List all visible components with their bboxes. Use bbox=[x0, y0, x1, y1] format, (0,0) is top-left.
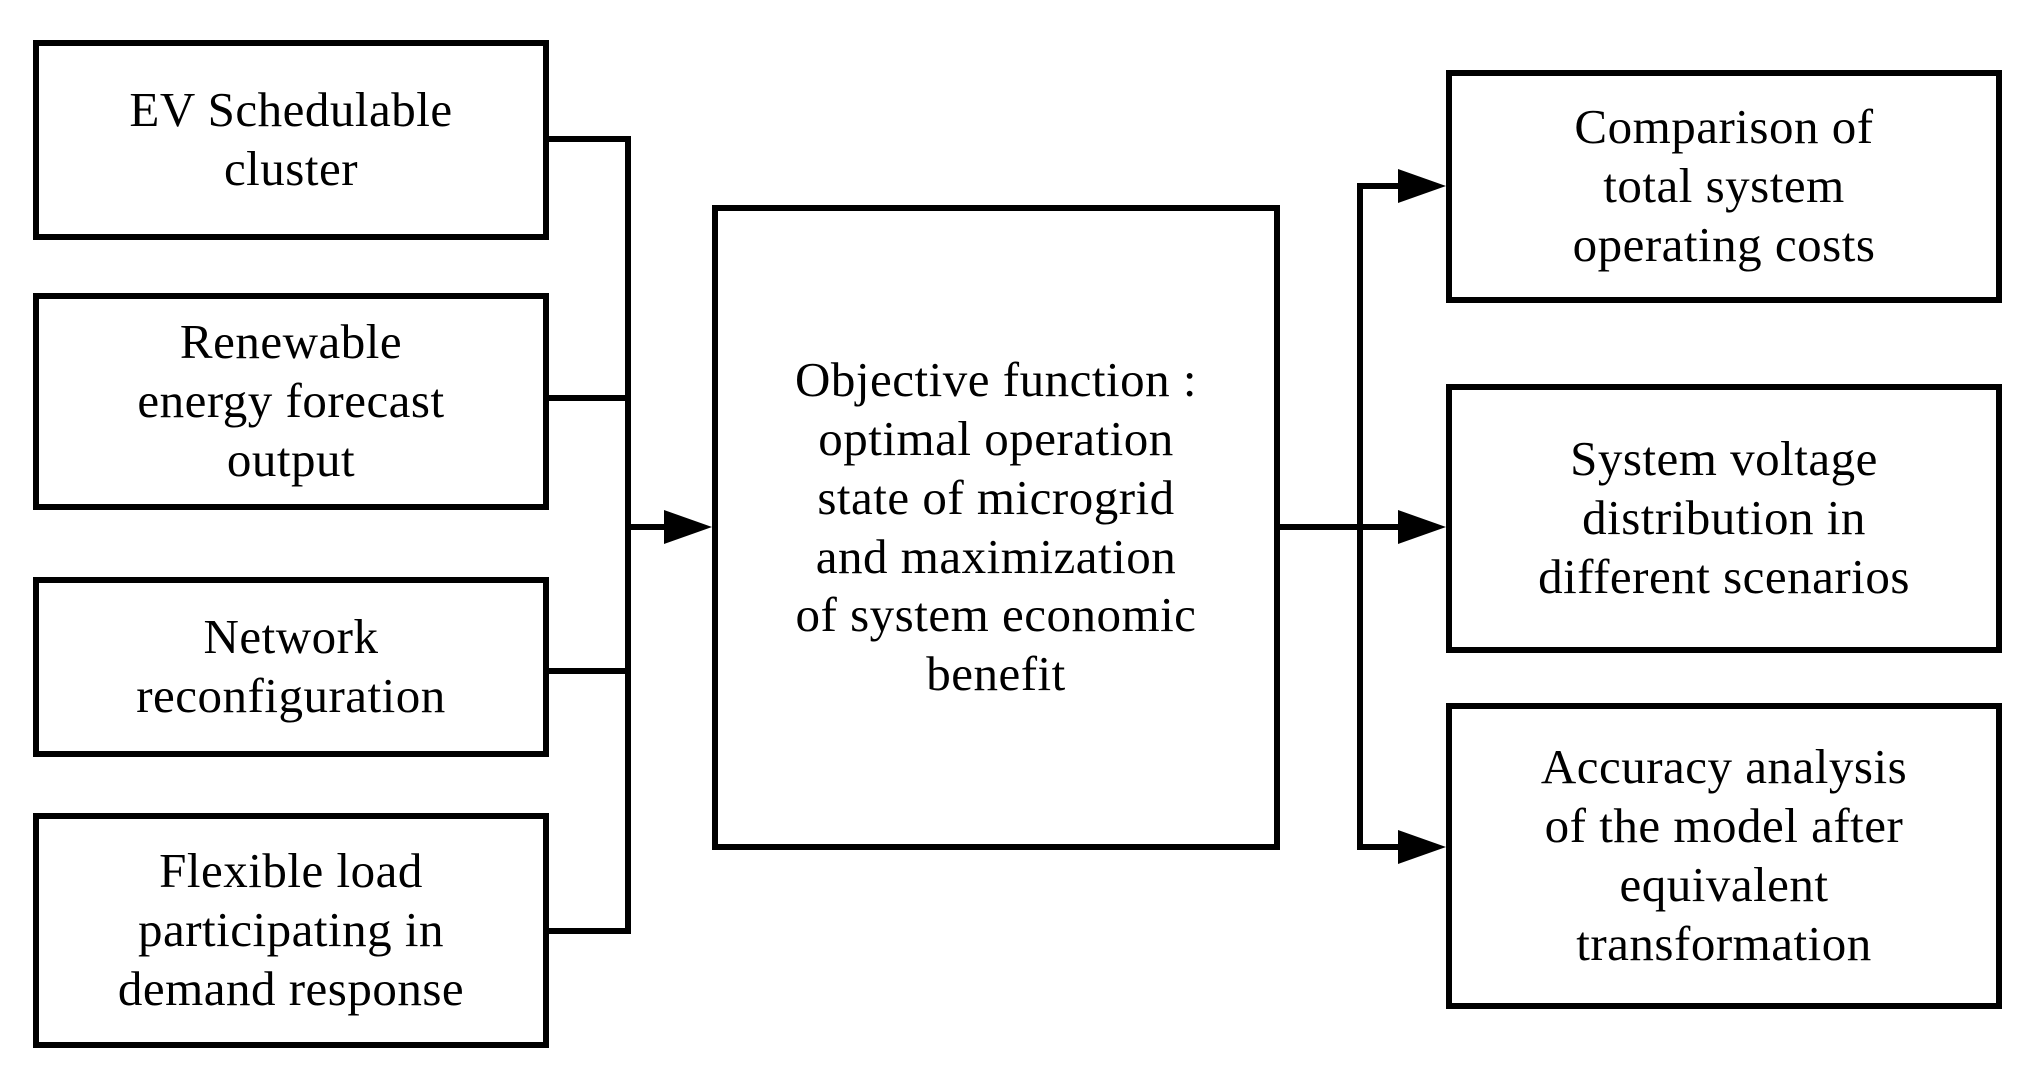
box-ev-schedulable-cluster-label: EV Schedulable cluster bbox=[129, 82, 453, 196]
connector-to-operating-costs bbox=[1357, 183, 1402, 189]
box-objective-function: Objective function : optimal operation s… bbox=[712, 205, 1280, 850]
box-system-voltage-distribution: System voltage distribution in different… bbox=[1446, 384, 2002, 653]
box-network-reconfiguration-label: Network reconfiguration bbox=[136, 609, 446, 723]
arrow-right-icon bbox=[664, 510, 712, 544]
box-renewable-energy-forecast-output: Renewable energy forecast output bbox=[33, 293, 549, 510]
box-accuracy-analysis: Accuracy analysis of the model after equ… bbox=[1446, 703, 2002, 1009]
box-comparison-operating-costs: Comparison of total system operating cos… bbox=[1446, 70, 2002, 303]
connector-stub-network bbox=[549, 668, 631, 674]
arrow-right-icon bbox=[1398, 510, 1446, 544]
box-comparison-operating-costs-label: Comparison of total system operating cos… bbox=[1572, 99, 1876, 272]
box-system-voltage-distribution-label: System voltage distribution in different… bbox=[1538, 431, 1910, 604]
connector-left-collector-line bbox=[625, 136, 631, 934]
connector-into-objective bbox=[625, 524, 676, 530]
connector-stub-renewable bbox=[549, 395, 631, 401]
connector-to-accuracy-analysis bbox=[1357, 844, 1402, 850]
connector-stub-ev-cluster bbox=[549, 136, 631, 142]
box-objective-function-label: Objective function : optimal operation s… bbox=[795, 352, 1197, 702]
box-accuracy-analysis-label: Accuracy analysis of the model after equ… bbox=[1540, 739, 1908, 971]
box-network-reconfiguration: Network reconfiguration bbox=[33, 577, 549, 757]
connector-out-of-objective bbox=[1274, 524, 1363, 530]
connector-to-voltage-distribution bbox=[1360, 524, 1402, 530]
box-flexible-load-demand-response: Flexible load participating in demand re… bbox=[33, 813, 549, 1048]
box-ev-schedulable-cluster: EV Schedulable cluster bbox=[33, 40, 549, 240]
box-renewable-energy-forecast-output-label: Renewable energy forecast output bbox=[137, 314, 445, 487]
box-flexible-load-demand-response-label: Flexible load participating in demand re… bbox=[117, 843, 465, 1016]
arrow-right-icon bbox=[1398, 169, 1446, 203]
arrow-right-icon bbox=[1398, 830, 1446, 864]
connector-stub-flexible-load bbox=[549, 928, 631, 934]
connector-right-branch-line bbox=[1357, 183, 1363, 850]
